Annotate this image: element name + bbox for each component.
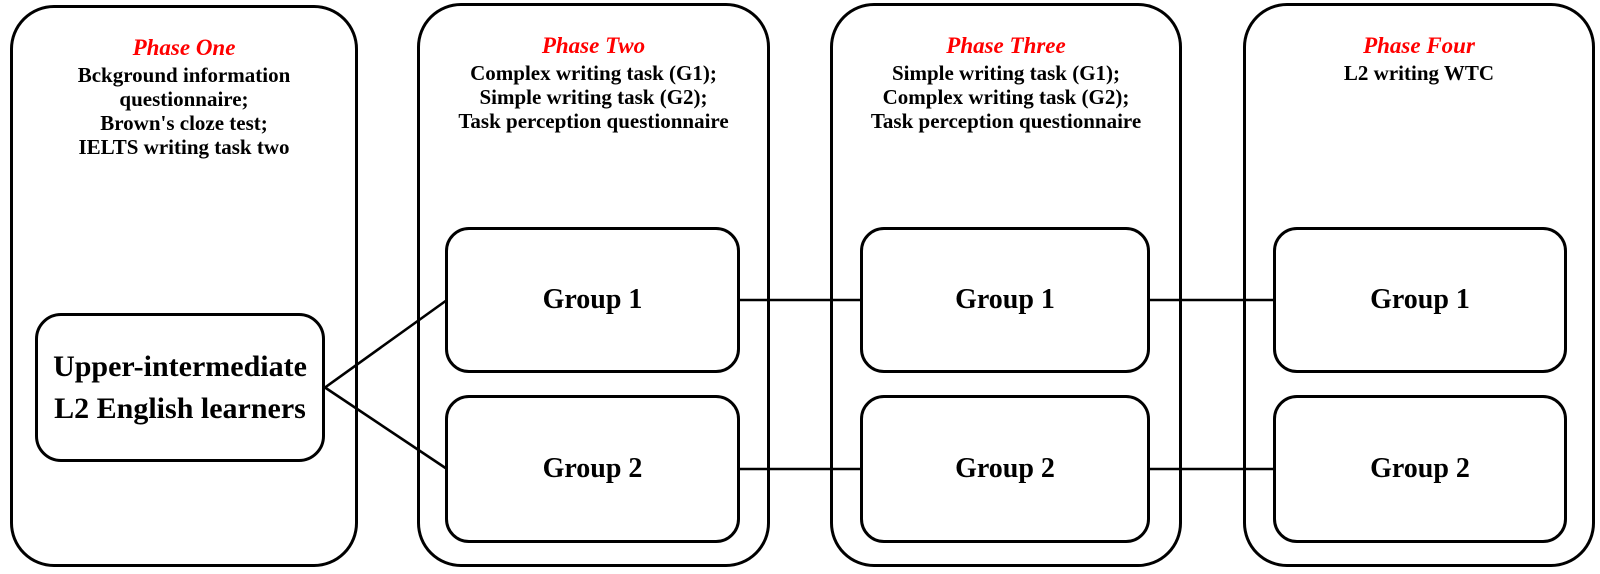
phase-one-line-3: Brown's cloze test; xyxy=(100,111,268,135)
phase-one-line-4: IELTS writing task two xyxy=(78,135,290,159)
phase-three-line-1: Simple writing task (G1); xyxy=(891,61,1121,85)
phase-two-line-2: Simple writing task (G2); xyxy=(479,85,708,109)
phase-two-line-1: Complex writing task (G1); xyxy=(470,61,717,85)
phase-two-group1-box: Group 1 xyxy=(445,227,740,373)
phase-two-description: Complex writing task (G1); Simple writin… xyxy=(420,61,767,133)
phase-one-line-1: Bckground information xyxy=(77,63,291,87)
phase-four-group2-box: Group 2 xyxy=(1273,395,1567,543)
phase-four-group1-box: Group 1 xyxy=(1273,227,1567,373)
participants-box: Upper-intermediate L2 English learners xyxy=(35,313,325,462)
phase-one-panel: Phase One Bckground information question… xyxy=(10,5,358,567)
phase-four-line-1: L2 writing WTC xyxy=(1343,61,1495,85)
phase-four-description: L2 writing WTC xyxy=(1246,61,1592,85)
phase-three-group2-box: Group 2 xyxy=(860,395,1150,543)
phase-three-group1-box: Group 1 xyxy=(860,227,1150,373)
phase-one-title: Phase One xyxy=(132,35,236,60)
phase-three-line-2: Complex writing task (G2); xyxy=(882,85,1130,109)
phase-one-line-2: questionnaire; xyxy=(119,87,249,111)
phase-three-description: Simple writing task (G1); Complex writin… xyxy=(833,61,1179,133)
phase-four-title: Phase Four xyxy=(1363,33,1475,58)
phase-three-line-3: Task perception questionnaire xyxy=(870,109,1142,133)
phase-two-title: Phase Two xyxy=(541,33,646,58)
phase-three-title: Phase Three xyxy=(946,33,1066,58)
phase-two-group2-box: Group 2 xyxy=(445,395,740,543)
phase-one-description: Bckground information questionnaire; Bro… xyxy=(13,63,355,159)
phase-two-line-3: Task perception questionnaire xyxy=(458,109,729,133)
